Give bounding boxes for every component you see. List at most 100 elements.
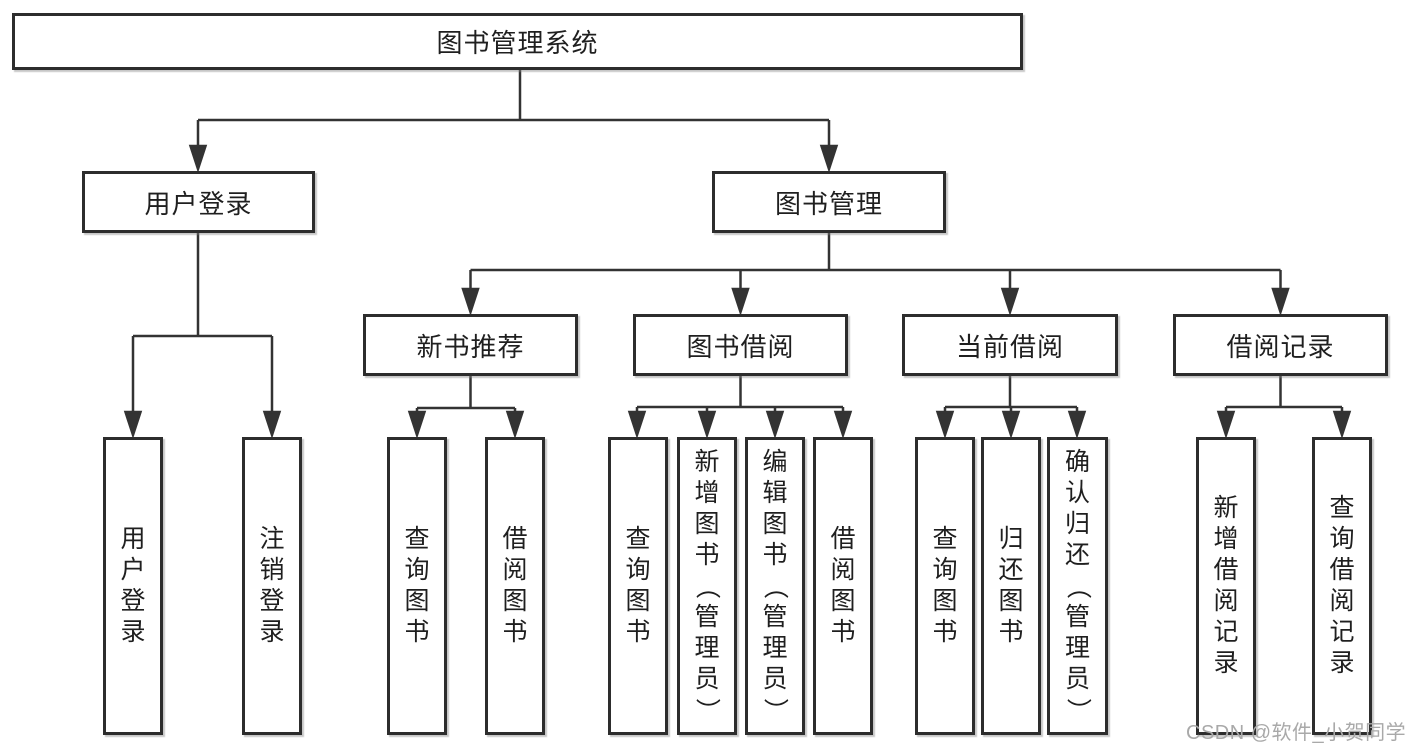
connector-current-borrowing-to-leaves — [935, 376, 1087, 440]
leaf-label-char: 图 — [762, 509, 788, 538]
leaf-label-char: （ — [1063, 573, 1092, 599]
leaf-logout-label: 注销登录 — [245, 440, 299, 732]
leaf-label-char: 借 — [1329, 556, 1355, 584]
leaf-user-login-label: 用户登录 — [106, 440, 160, 732]
leaf-logout: 注销登录 — [242, 437, 302, 735]
leaf-label-char: 书 — [998, 618, 1024, 646]
node-book-borrowing: 图书借阅 — [633, 314, 848, 376]
leaf-label-char: 登 — [120, 587, 146, 615]
leaf-label-char: 录 — [259, 618, 285, 646]
leaf-label-char: （ — [693, 573, 722, 599]
node-library-system-label: 图书管理系统 — [436, 28, 599, 58]
leaf-borrow-books-label: 借阅图书 — [816, 440, 870, 732]
leaf-label-char: 图 — [502, 587, 528, 615]
leaf-label-char: 记 — [1329, 618, 1355, 646]
node-new-book-recommendation-label: 新书推荐 — [416, 331, 525, 362]
leaf-add-borrow-record: 新增借阅记录 — [1196, 437, 1256, 735]
leaf-label-char: 书 — [625, 618, 651, 646]
leaf-label-char: 图 — [694, 509, 720, 538]
leaf-borrow-books-recommendation: 借阅图书 — [485, 437, 545, 735]
connector-user-login-to-leaves — [123, 233, 282, 440]
leaf-query-books-current-label: 查询图书 — [918, 440, 972, 732]
leaf-query-books-current: 查询图书 — [915, 437, 975, 735]
connector-book-management-to-level2 — [461, 233, 1290, 317]
leaf-label-char: 登 — [259, 587, 285, 615]
leaf-label-char: 查 — [404, 525, 430, 553]
leaf-label-char: 阅 — [830, 556, 856, 584]
leaf-label-char: 归 — [1064, 509, 1090, 538]
leaf-label-char: 理 — [1064, 633, 1090, 662]
leaf-label-char: 还 — [998, 556, 1024, 584]
leaf-label-char: 理 — [762, 633, 788, 662]
leaf-label-char: 询 — [625, 556, 651, 584]
node-current-borrowing: 当前借阅 — [902, 314, 1118, 376]
connector-new-book-recommendation-to-leaves — [407, 376, 525, 440]
node-borrowing-records: 借阅记录 — [1173, 314, 1388, 376]
node-book-borrowing-label: 图书借阅 — [686, 331, 795, 362]
leaf-label-char: 书 — [404, 618, 430, 646]
connector-borrowing-records-to-leaves — [1216, 376, 1352, 440]
leaf-label-char: 理 — [694, 633, 720, 662]
leaf-label-char: 增 — [694, 478, 720, 507]
node-borrowing-records-label: 借阅记录 — [1226, 331, 1335, 362]
node-current-borrowing-label: 当前借阅 — [955, 331, 1064, 362]
leaf-return-books-label: 归还图书 — [984, 440, 1038, 732]
leaf-add-borrow-record-label: 新增借阅记录 — [1199, 440, 1253, 732]
leaf-label-char: 户 — [120, 556, 146, 584]
leaf-label-char: 还 — [1064, 540, 1090, 569]
node-new-book-recommendation: 新书推荐 — [363, 314, 578, 376]
leaf-label-char: 查 — [932, 525, 958, 553]
leaf-query-borrow-record-label: 查询借阅记录 — [1315, 440, 1369, 732]
leaf-label-char: 阅 — [502, 556, 528, 584]
leaf-label-char: 新 — [694, 447, 720, 476]
leaf-label-char: 书 — [762, 540, 788, 569]
leaf-label-char: 阅 — [1213, 587, 1239, 615]
leaf-label-char: 书 — [932, 618, 958, 646]
leaf-label-char: 管 — [762, 602, 788, 631]
leaf-label-char: 认 — [1064, 478, 1090, 507]
leaf-query-books-recommendation: 查询图书 — [387, 437, 447, 735]
node-library-system: 图书管理系统 — [12, 13, 1023, 70]
leaf-label-char: 借 — [1213, 556, 1239, 584]
leaf-borrow-books: 借阅图书 — [813, 437, 873, 735]
leaf-label-char: （ — [761, 573, 790, 599]
leaf-add-book-admin: 新增图书（管理员） — [677, 437, 737, 735]
leaf-return-books: 归还图书 — [981, 437, 1041, 735]
leaf-label-char: 询 — [404, 556, 430, 584]
leaf-label-char: 新 — [1213, 494, 1239, 522]
leaf-label-char: 增 — [1213, 525, 1239, 553]
leaf-label-char: 录 — [1213, 649, 1239, 677]
leaf-label-char: 书 — [694, 540, 720, 569]
leaf-label-char: 录 — [120, 618, 146, 646]
leaf-label-char: 辑 — [762, 478, 788, 507]
leaf-label-char: 管 — [1064, 602, 1090, 631]
leaf-label-char: 编 — [762, 447, 788, 476]
leaf-label-char: 图 — [932, 587, 958, 615]
leaf-query-books-borrowing: 查询图书 — [608, 437, 668, 735]
leaf-label-char: 图 — [404, 587, 430, 615]
leaf-label-char: 书 — [830, 618, 856, 646]
leaf-user-login: 用户登录 — [103, 437, 163, 735]
leaf-label-char: 销 — [259, 556, 285, 584]
leaf-label-char: 注 — [259, 525, 285, 553]
leaf-confirm-return-admin-label: 确认归还（管理员） — [1050, 440, 1105, 732]
leaf-label-char: 借 — [830, 525, 856, 553]
leaf-label-char: 员 — [762, 664, 788, 693]
leaf-label-char: 用 — [120, 525, 146, 553]
leaf-label-char: 录 — [1329, 649, 1355, 677]
leaf-label-char: 员 — [694, 664, 720, 693]
node-user-login-label: 用户登录 — [144, 188, 253, 219]
leaf-query-borrow-record: 查询借阅记录 — [1312, 437, 1372, 735]
leaf-label-char: 查 — [1329, 494, 1355, 522]
leaf-query-books-recommendation-label: 查询图书 — [390, 440, 444, 732]
leaf-label-char: 图 — [625, 587, 651, 615]
leaf-label-char: 书 — [502, 618, 528, 646]
leaf-add-book-admin-label: 新增图书（管理员） — [680, 440, 734, 732]
leaf-edit-book-admin: 编辑图书（管理员） — [745, 437, 805, 735]
leaf-label-char: 图 — [998, 587, 1024, 615]
leaf-label-char: 询 — [932, 556, 958, 584]
leaf-label-char: 阅 — [1329, 587, 1355, 615]
connector-book-borrowing-to-leaves — [627, 376, 853, 440]
node-user-login: 用户登录 — [82, 171, 315, 233]
